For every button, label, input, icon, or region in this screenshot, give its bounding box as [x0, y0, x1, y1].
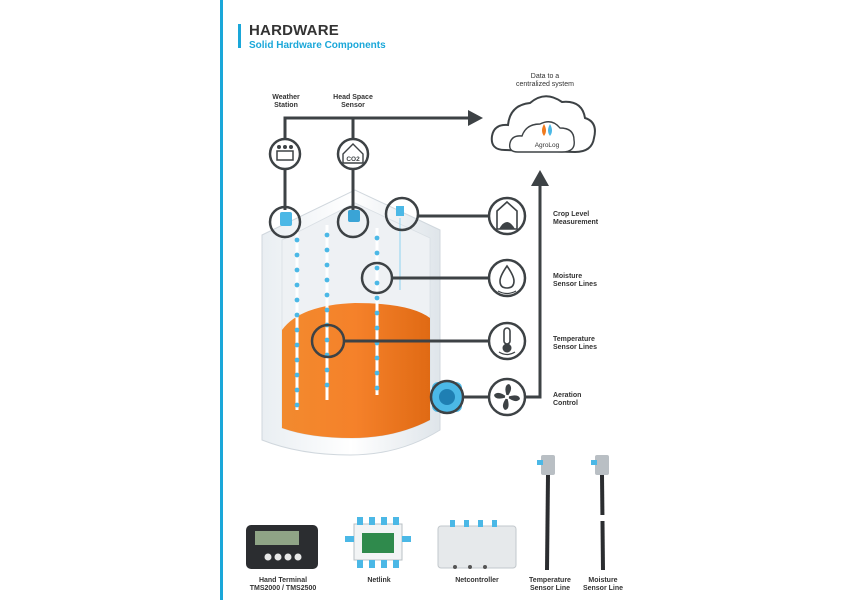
grain-fill [282, 303, 430, 438]
silo [261, 189, 462, 456]
moisture-drop-icon [487, 258, 527, 298]
level-sensor-marker [384, 196, 420, 232]
sensor-point [324, 262, 330, 268]
sensor-point [294, 312, 300, 318]
sensor-point [324, 382, 330, 388]
page-title: HARDWARE [249, 22, 339, 39]
sensor-point [324, 337, 330, 343]
co2-text: CO2 [346, 156, 360, 163]
sensor-point [294, 282, 300, 288]
sensor-point [294, 387, 300, 393]
netlink-image [345, 517, 411, 568]
connection-lines [283, 116, 542, 399]
sensor-point [294, 372, 300, 378]
sensor-point [374, 265, 380, 271]
thermometer-icon [487, 321, 527, 361]
sensor-point [374, 295, 380, 301]
sensor-point [324, 232, 330, 238]
co2-sensor-icon: CO2 [336, 137, 370, 171]
cloud-icon: AgroLog [490, 95, 596, 154]
netcontroller-caption: Netcontroller [455, 577, 499, 584]
sensor-point [294, 327, 300, 333]
sensor-point [374, 235, 380, 241]
netlink-caption: Netlink [367, 577, 391, 584]
level-sensor-device [396, 206, 404, 216]
sensor-point [324, 307, 330, 313]
sensor-point [324, 367, 330, 373]
fan-icon [487, 377, 527, 417]
sensor-point [294, 252, 300, 258]
sensor-point [374, 325, 380, 331]
weather-station-icon [268, 137, 302, 171]
arrow-up-to-cloud [531, 170, 549, 186]
headspace-sensor-device [348, 210, 360, 222]
sensor-point [324, 292, 330, 298]
netcontroller-image [437, 520, 517, 569]
page-accent-bar [220, 0, 223, 600]
weather-sensor-device [280, 212, 292, 226]
sensor-point [374, 355, 380, 361]
temperature-sensor-marker [310, 323, 346, 359]
crop-level-icon [487, 196, 527, 236]
sensor-point [374, 385, 380, 391]
sensor-point [374, 250, 380, 256]
title-accent-mark [238, 24, 241, 48]
sensor-point [294, 342, 300, 348]
headspace-sensor-marker [336, 205, 370, 239]
sensor-point [294, 357, 300, 363]
moisture-sensor-line-image [591, 455, 609, 571]
sensor-point [324, 277, 330, 283]
page-subtitle: Solid Hardware Components [249, 40, 386, 51]
moisture-sensor-marker [360, 261, 394, 295]
sensor-point [324, 247, 330, 253]
sensor-point [374, 370, 380, 376]
hand-terminal-image [246, 525, 318, 569]
sensor-point [374, 310, 380, 316]
arrow-to-cloud [468, 110, 483, 126]
sensor-point [294, 297, 300, 303]
aeration-marker [429, 379, 465, 415]
temperature-sensor-line-image [537, 455, 555, 571]
sensor-point [294, 402, 300, 408]
sensor-point [294, 237, 300, 243]
sensor-point [294, 267, 300, 273]
weather-sensor-marker [268, 205, 302, 239]
cloud-logo-text: AgroLog [535, 142, 560, 149]
sensor-point [374, 280, 380, 286]
